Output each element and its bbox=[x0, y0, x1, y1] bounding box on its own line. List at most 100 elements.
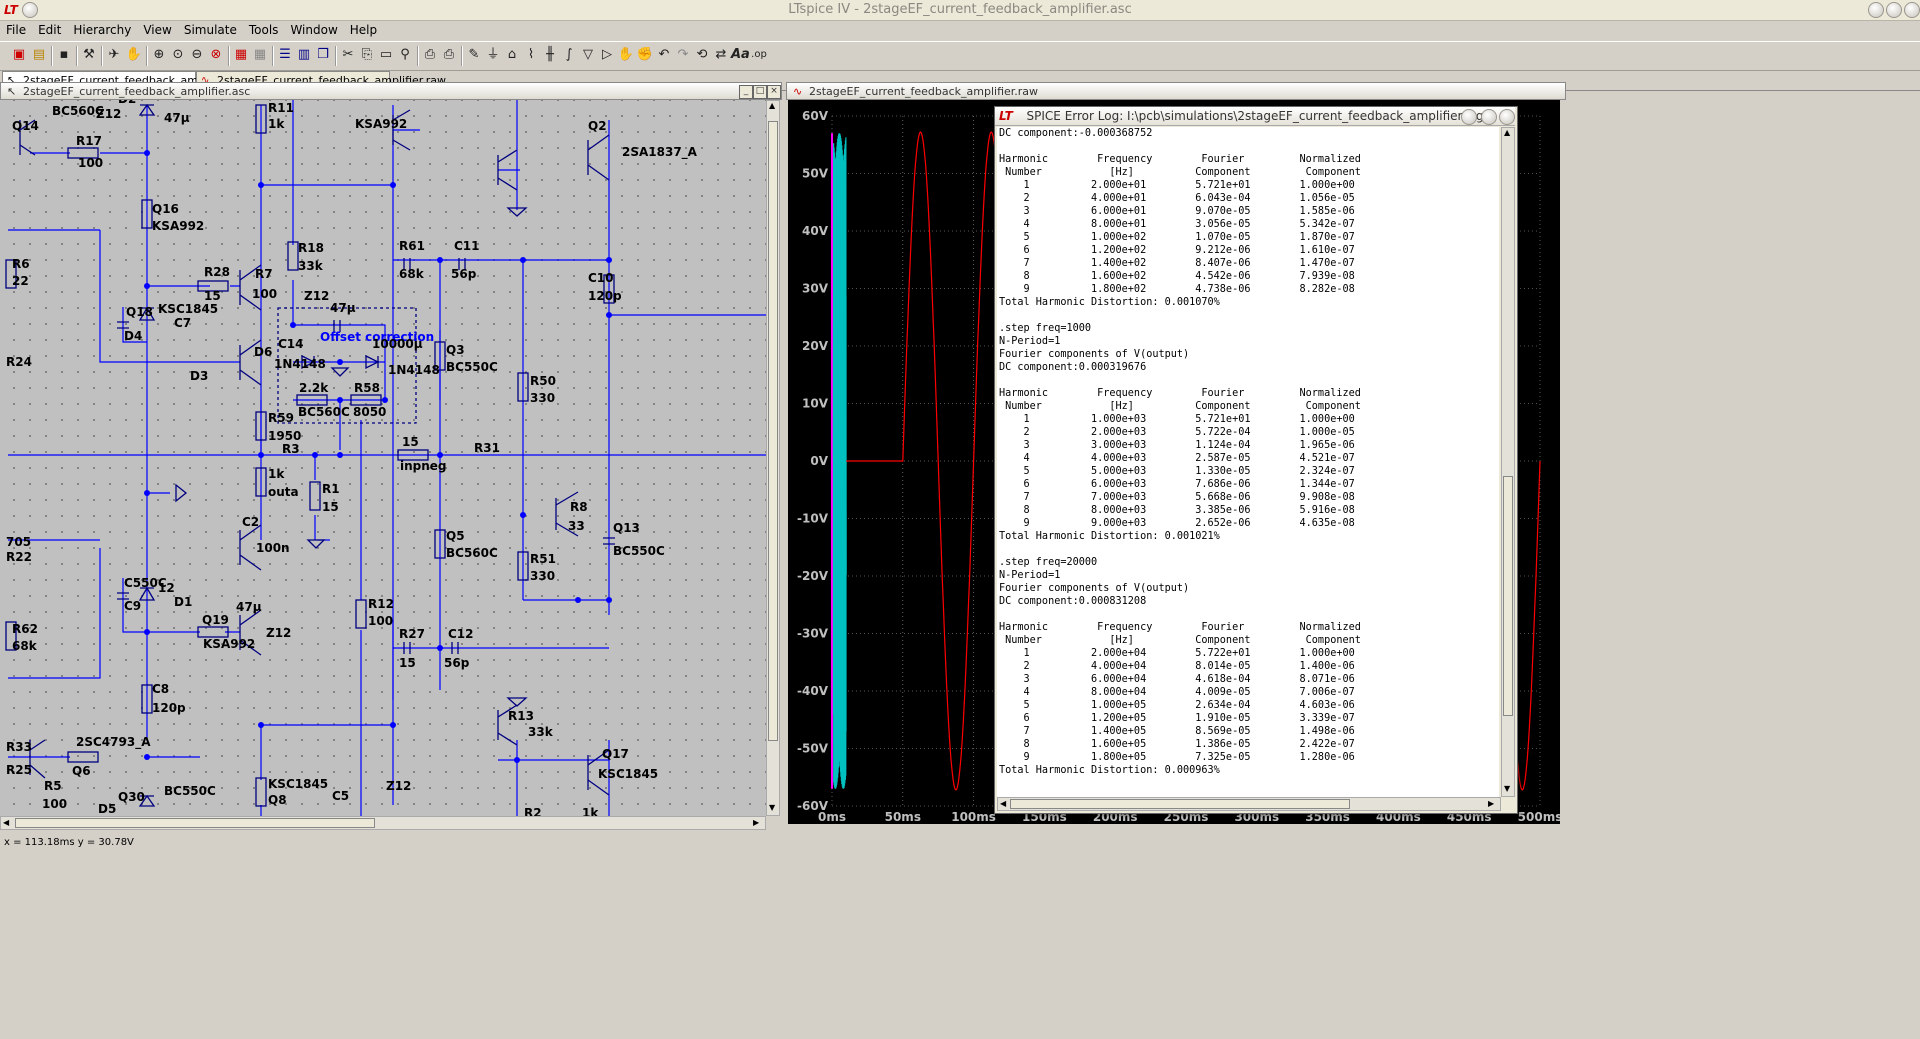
scroll-down-icon[interactable]: ▼ bbox=[1504, 784, 1511, 793]
copy-icon[interactable]: ⎘ bbox=[361, 47, 373, 62]
schematic-label[interactable]: 15 bbox=[0, 100, 17, 103]
schematic-horizontal-scrollbar[interactable]: ◀ ▶ bbox=[0, 816, 766, 830]
schematic-label[interactable]: 2SA1837_A bbox=[622, 145, 698, 160]
print-preview-icon[interactable]: ⎙ bbox=[424, 47, 436, 62]
schematic-window-title[interactable]: ↖ 2stageEF_current_feedback_amplifier.as… bbox=[0, 82, 782, 100]
schematic-label[interactable]: BC560C bbox=[298, 405, 350, 419]
schematic-label[interactable]: C9 bbox=[124, 599, 141, 613]
ltspice-logo-icon[interactable]: LT bbox=[4, 3, 18, 17]
schematic-label[interactable]: 10000µ bbox=[372, 337, 423, 351]
schematic-label[interactable]: KSC1845 bbox=[598, 767, 658, 781]
schematic-label[interactable]: outa bbox=[268, 485, 299, 499]
schematic-label[interactable]: R24 bbox=[6, 355, 32, 369]
schematic-label[interactable]: 56p bbox=[444, 656, 470, 670]
error-log-vertical-scrollbar[interactable]: ▲ ▼ bbox=[1501, 127, 1515, 797]
schematic-vertical-scrollbar[interactable]: ▲ ▼ bbox=[766, 100, 780, 816]
schematic-close-button[interactable]: × bbox=[767, 85, 781, 99]
schematic-label[interactable]: D5 bbox=[98, 802, 116, 816]
zoom-out-icon[interactable]: ⊖ bbox=[191, 47, 203, 62]
schematic-label[interactable]: 1k bbox=[582, 806, 599, 816]
scroll-right-icon[interactable]: ▶ bbox=[753, 818, 760, 827]
schematic-label[interactable]: Q17 bbox=[602, 747, 629, 761]
error-log-text[interactable]: DC component:-0.000368752 Harmonic Frequ… bbox=[997, 127, 1499, 797]
schematic-label[interactable]: R18 bbox=[298, 241, 324, 255]
find-icon[interactable]: ⚲ bbox=[400, 47, 410, 62]
schematic-label[interactable]: R59 bbox=[268, 411, 294, 425]
schematic-label[interactable]: R2 bbox=[524, 806, 542, 816]
schematic-label[interactable]: D2 bbox=[118, 100, 136, 106]
menu-simulate[interactable]: Simulate bbox=[183, 23, 237, 37]
schematic-label[interactable]: R62 bbox=[12, 622, 38, 636]
schematic-label[interactable]: 2SC4793_A bbox=[76, 735, 151, 750]
cut-icon[interactable]: ✂ bbox=[342, 47, 354, 62]
schematic-label[interactable]: KSA992 bbox=[355, 117, 407, 131]
schematic-label[interactable]: 100n bbox=[256, 541, 290, 555]
schematic-label[interactable]: KSA992 bbox=[152, 219, 204, 233]
tile-horizontal-icon[interactable]: ☰ bbox=[279, 47, 291, 62]
schematic-label[interactable]: 100 bbox=[42, 797, 67, 811]
schematic-label[interactable]: 1k bbox=[268, 467, 285, 481]
schematic-label[interactable]: Z12 bbox=[96, 107, 121, 121]
schematic-label[interactable]: 100 bbox=[78, 156, 103, 170]
rotate-icon[interactable]: ⟲ bbox=[696, 47, 708, 62]
spice-error-log-window[interactable]: LT SPICE Error Log: I:\pcb\simulations\2… bbox=[994, 106, 1518, 814]
scroll-right-icon[interactable]: ▶ bbox=[1488, 799, 1495, 808]
schematic-label[interactable]: R13 bbox=[508, 709, 534, 723]
schematic-label[interactable]: Q2 bbox=[588, 119, 607, 133]
schematic-label[interactable]: R8 bbox=[570, 500, 588, 514]
save-icon[interactable]: ▪ bbox=[59, 47, 69, 62]
title-menu-button[interactable] bbox=[22, 2, 38, 18]
menu-window[interactable]: Window bbox=[290, 23, 338, 37]
control-panel-icon[interactable]: ⚒ bbox=[83, 47, 95, 62]
error-log-shade-button[interactable] bbox=[1461, 109, 1477, 125]
schematic-label[interactable]: BC560C bbox=[446, 546, 498, 560]
error-log-maximize-button[interactable] bbox=[1481, 109, 1497, 125]
schematic-label[interactable]: 47µ bbox=[164, 111, 190, 125]
error-log-hscroll-thumb[interactable] bbox=[1010, 799, 1350, 809]
schematic-label[interactable]: C550C bbox=[124, 576, 167, 590]
open-icon[interactable]: ▤ bbox=[32, 47, 46, 62]
schematic-label[interactable]: C2 bbox=[242, 515, 259, 529]
schematic-label[interactable]: BC550C bbox=[613, 544, 665, 558]
autorange-icon[interactable]: ▦ bbox=[234, 47, 248, 62]
schematic-label[interactable]: 4 bbox=[0, 100, 8, 103]
schematic-label[interactable]: 15 bbox=[399, 656, 416, 670]
schematic-label[interactable]: Q3 bbox=[446, 343, 465, 357]
schematic-maximize-button[interactable]: □ bbox=[753, 85, 767, 99]
trace-burst[interactable] bbox=[832, 133, 847, 789]
schematic-label[interactable]: 120p bbox=[152, 701, 186, 715]
schematic-label[interactable]: D3 bbox=[190, 369, 208, 383]
scroll-up-icon[interactable]: ▲ bbox=[1504, 128, 1511, 137]
schematic-label[interactable]: R50 bbox=[530, 374, 556, 388]
schematic-label[interactable]: 330 bbox=[530, 391, 555, 405]
schematic-label[interactable]: 68k bbox=[12, 639, 38, 653]
schematic-label[interactable]: 120p bbox=[588, 289, 622, 303]
schematic-label[interactable]: R25 bbox=[6, 763, 32, 777]
maximize-button[interactable] bbox=[1886, 2, 1902, 18]
schematic-label[interactable]: 2.2k bbox=[299, 381, 329, 395]
schematic-label[interactable]: inpneg bbox=[400, 459, 447, 473]
schematic-label[interactable]: Q16 bbox=[152, 202, 179, 216]
zoom-in-icon[interactable]: ⊕ bbox=[153, 47, 165, 62]
component-icon[interactable]: ▷ bbox=[602, 47, 612, 62]
print-icon[interactable]: ⎙ bbox=[443, 47, 455, 62]
schematic-label[interactable]: C14 bbox=[278, 337, 304, 351]
drag-icon[interactable]: ✊ bbox=[636, 47, 654, 62]
schematic-label[interactable]: 68k bbox=[399, 267, 425, 281]
redo-icon[interactable]: ↷ bbox=[677, 47, 689, 62]
schematic-label[interactable]: 12 bbox=[158, 581, 175, 595]
paste-icon[interactable]: ▭ bbox=[379, 47, 393, 62]
schematic-label[interactable]: Z12 bbox=[266, 626, 291, 640]
schematic-label[interactable]: Z12 bbox=[386, 779, 411, 793]
schematic-label[interactable]: Q30 bbox=[118, 790, 145, 804]
zoom-fit-icon[interactable]: ⊗ bbox=[210, 47, 222, 62]
scroll-up-icon[interactable]: ▲ bbox=[769, 101, 776, 110]
schematic-label[interactable]: BC560C bbox=[52, 104, 104, 118]
schematic-label[interactable]: R58 bbox=[354, 381, 380, 395]
new-schematic-icon[interactable]: ▣ bbox=[12, 47, 26, 62]
schematic-label[interactable]: R5 bbox=[44, 779, 62, 793]
schematic-label[interactable]: D1 bbox=[174, 595, 192, 609]
schematic-label[interactable]: KSC1845 bbox=[158, 302, 218, 316]
close-button[interactable] bbox=[1904, 2, 1920, 18]
schematic-label[interactable]: R27 bbox=[399, 627, 425, 641]
